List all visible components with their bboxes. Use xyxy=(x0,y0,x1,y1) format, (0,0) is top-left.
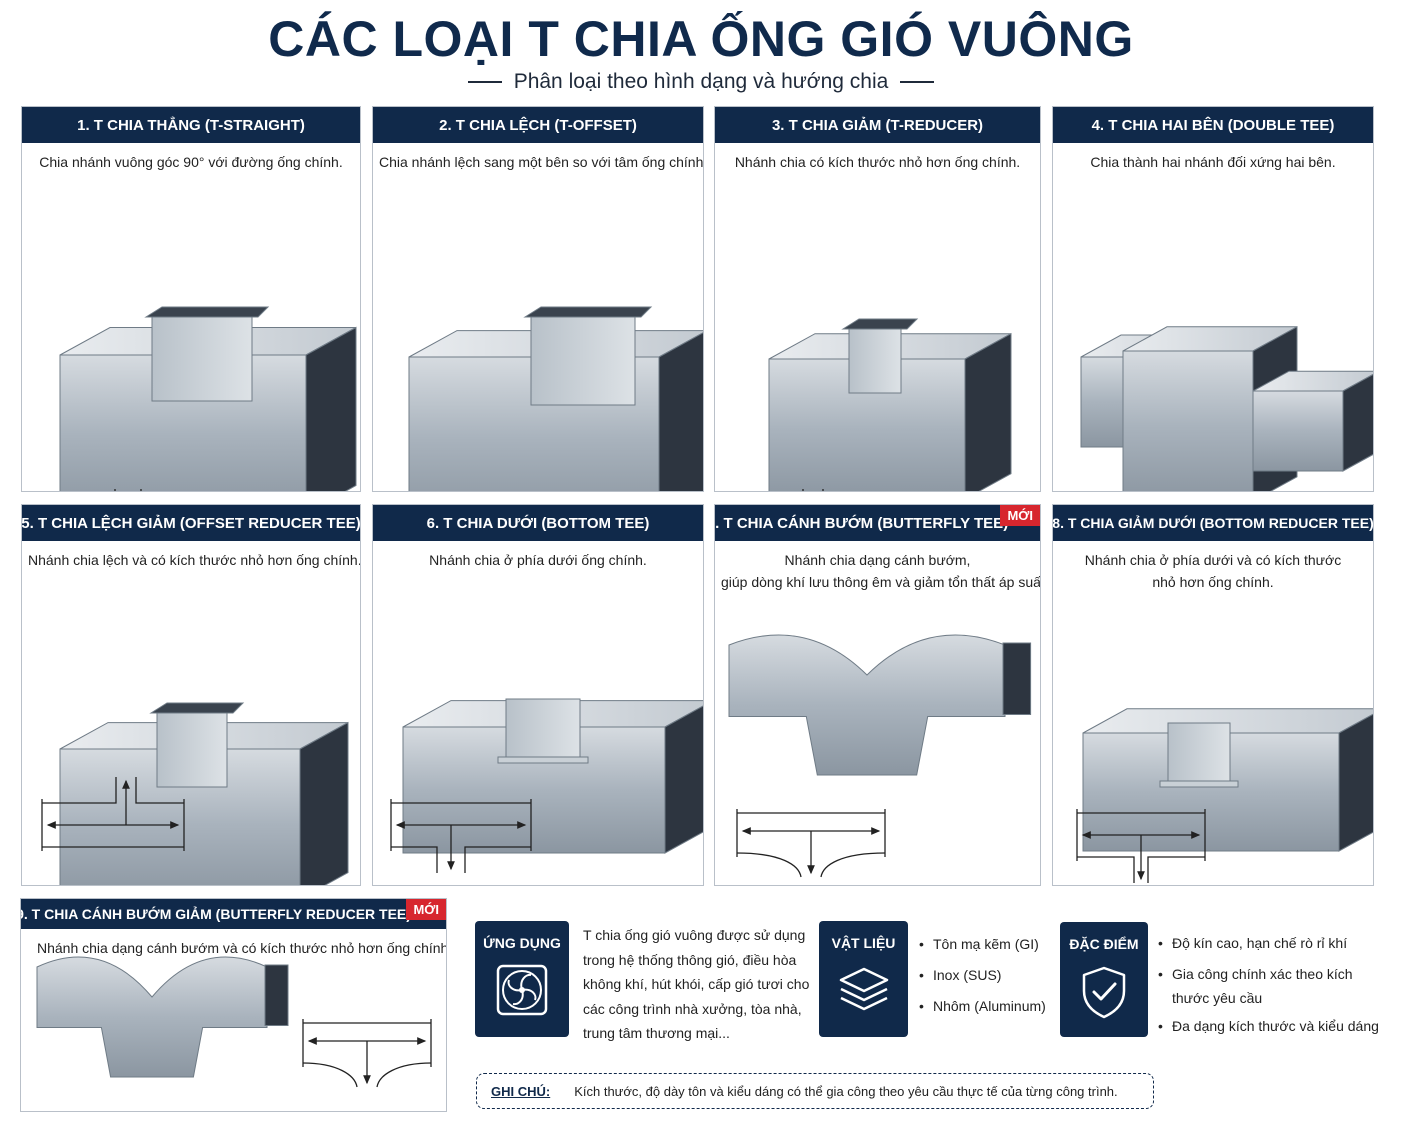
note-text: Kích thước, độ dày tôn và kiểu dáng có t… xyxy=(574,1083,1118,1099)
butterfly-tee-illustration xyxy=(715,505,1040,885)
card-t-straight: 1. T CHIA THẲNG (T-STRAIGHT) Chia nhánh … xyxy=(21,106,361,492)
material-item: Tôn mạ kẽm (GI) xyxy=(919,932,1059,956)
material-item: Inox (SUS) xyxy=(919,963,1059,987)
card-description: Nhánh chia lệch và có kích thước nhỏ hơn… xyxy=(28,552,361,568)
card-title: 4. T CHIA HAI BÊN (DOUBLE TEE) xyxy=(1053,107,1373,143)
card-bottom-reducer-tee: 8. T CHIA GIẢM DƯỚI (BOTTOM REDUCER TEE)… xyxy=(1052,504,1374,886)
shield-check-icon xyxy=(1082,966,1126,1019)
feature-item: Độ kín cao, hạn chế rò rỉ khí xyxy=(1158,931,1388,955)
card-description: Nhánh chia dạng cánh bướm và có kích thư… xyxy=(37,940,447,956)
card-description: Nhánh chia dạng cánh bướm,giúp dòng khí … xyxy=(721,552,1041,590)
layers-icon xyxy=(839,967,888,1011)
materials-title: VẬT LIỆU xyxy=(831,935,896,951)
card-t-reducer: 3. T CHIA GIẢM (T-REDUCER) Nhánh chia có… xyxy=(714,106,1041,492)
bottom-reducer-tee-illustration xyxy=(1053,505,1373,885)
card-description: Chia nhánh lệch sang một bên so với tâm … xyxy=(379,154,704,170)
offset-reducer-tee-illustration xyxy=(22,505,360,885)
card-t-offset: 2. T CHIA LỆCH (T-OFFSET) Chia nhánh lệc… xyxy=(372,106,704,492)
card-title: 8. T CHIA GIẢM DƯỚI (BOTTOM REDUCER TEE) xyxy=(1053,505,1373,541)
card-description: Nhánh chia ở phía dưới ống chính. xyxy=(429,552,647,568)
features-list: Độ kín cao, hạn chế rò rỉ khí Gia công c… xyxy=(1158,931,1388,1045)
materials-list: Tôn mạ kẽm (GI) Inox (SUS) Nhôm (Aluminu… xyxy=(919,932,1059,1025)
card-title: 1. T CHIA THẲNG (T-STRAIGHT) xyxy=(22,107,360,143)
features-title: ĐẶC ĐIỂM xyxy=(1069,936,1139,952)
card-butterfly-reducer-tee: 9. T CHIA CÁNH BƯỚM GIẢM (BUTTERFLY REDU… xyxy=(20,898,447,1112)
t-straight-illustration xyxy=(22,107,360,491)
butterfly-reducer-tee-illustration xyxy=(21,899,446,1111)
bottom-tee-illustration xyxy=(373,505,703,885)
feature-item: Gia công chính xác theo kích thước yêu c… xyxy=(1158,962,1388,1010)
card-title: 3. T CHIA GIẢM (T-REDUCER) xyxy=(715,107,1040,143)
note-label: GHI CHÚ: xyxy=(491,1083,551,1099)
card-title: 9. T CHIA CÁNH BƯỚM GIẢM (BUTTERFLY REDU… xyxy=(21,899,446,929)
card-offset-reducer-tee: 5. T CHIA LỆCH GIẢM (OFFSET REDUCER TEE)… xyxy=(21,504,361,886)
feature-item: Đa dạng kích thước và kiểu dáng xyxy=(1158,1014,1388,1038)
materials-box: VẬT LIỆU xyxy=(819,921,908,1037)
card-bottom-tee: 6. T CHIA DƯỚI (BOTTOM TEE) Nhánh chia ở… xyxy=(372,504,704,886)
card-butterfly-tee: 7. T CHIA CÁNH BƯỚM (BUTTERFLY TEE) MỚI … xyxy=(714,504,1041,886)
card-title: 7. T CHIA CÁNH BƯỚM (BUTTERFLY TEE) xyxy=(715,505,1040,541)
subtitle-text: Phân loại theo hình dạng và hướng chia xyxy=(513,70,889,93)
card-title: 5. T CHIA LỆCH GIẢM (OFFSET REDUCER TEE) xyxy=(22,505,360,541)
page-subtitle: Phân loại theo hình dạng và hướng chia xyxy=(0,70,1402,94)
material-item: Nhôm (Aluminum) xyxy=(919,994,1059,1018)
t-offset-illustration xyxy=(373,107,703,491)
card-title: 2. T CHIA LỆCH (T-OFFSET) xyxy=(373,107,703,143)
t-reducer-illustration xyxy=(715,107,1040,491)
new-badge: MỚI xyxy=(406,899,446,920)
page-title: CÁC LOẠI T CHIA ỐNG GIÓ VUÔNG xyxy=(268,11,1134,67)
card-description: Chia nhánh vuông góc 90° với đường ống c… xyxy=(39,154,343,170)
card-description: Nhánh chia có kích thước nhỏ hơn ống chí… xyxy=(734,154,1021,170)
card-description: Chia thành hai nhánh đối xứng hai bên. xyxy=(1090,154,1336,170)
note-box: GHI CHÚ: Kích thước, độ dày tôn và kiểu … xyxy=(476,1073,1154,1109)
application-title: ỨNG DỤNG xyxy=(483,935,561,951)
new-badge: MỚI xyxy=(1000,505,1040,526)
card-double-tee: 4. T CHIA HAI BÊN (DOUBLE TEE) Chia thàn… xyxy=(1052,106,1374,492)
fan-icon xyxy=(496,964,548,1016)
card-title: 6. T CHIA DƯỚI (BOTTOM TEE) xyxy=(373,505,703,541)
application-box: ỨNG DỤNG xyxy=(475,921,569,1037)
features-box: ĐẶC ĐIỂM xyxy=(1060,922,1148,1037)
double-tee-illustration xyxy=(1053,107,1373,491)
